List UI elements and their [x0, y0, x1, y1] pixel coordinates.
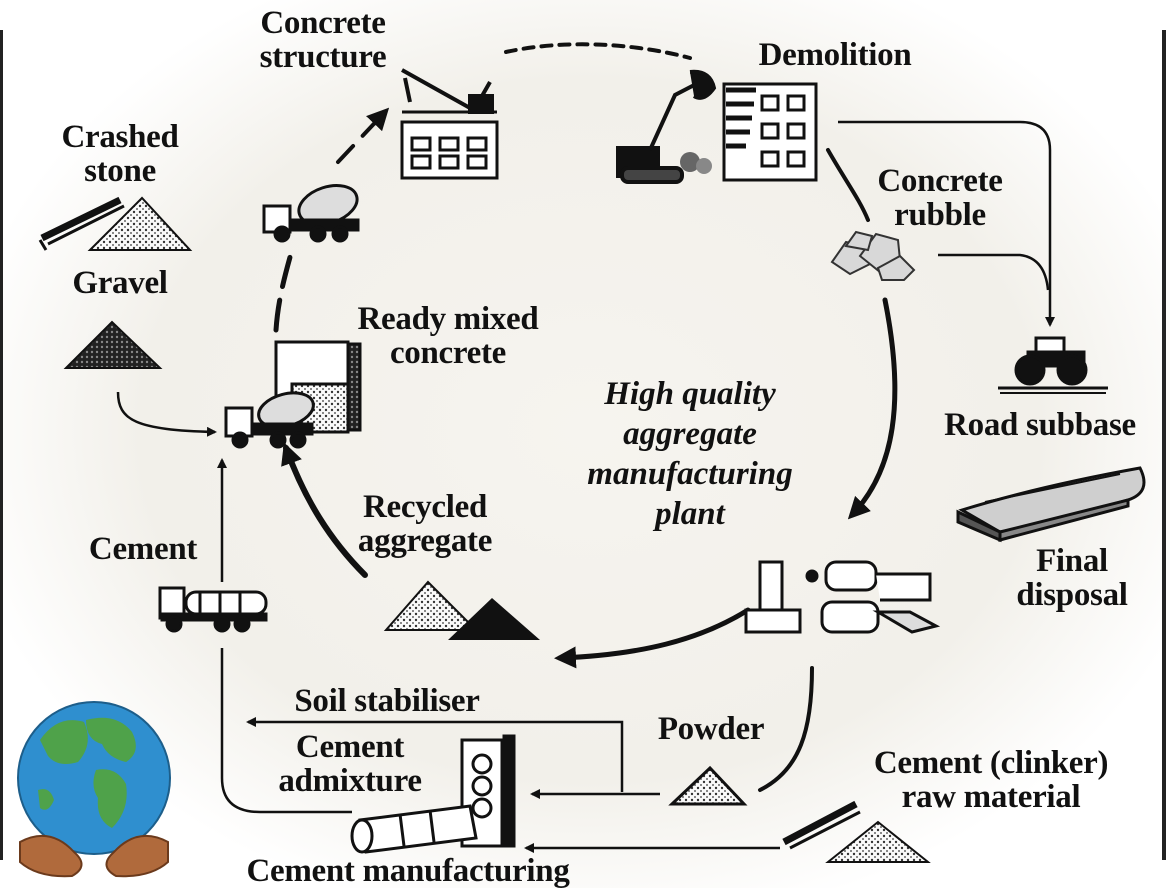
arrow-demolition-to-rubble	[826, 148, 870, 222]
cement-kiln-icon	[350, 734, 516, 854]
label-concrete-structure: Concrete structure	[259, 5, 387, 75]
aggregate-pile-icon	[383, 580, 540, 640]
label-powder: Powder	[657, 711, 765, 747]
thin-connectors	[116, 120, 1055, 853]
arrow-rubble-to-road	[938, 253, 1050, 291]
label-concrete-rubble: Concrete rubble	[877, 163, 1003, 233]
line-cement-to-kiln	[220, 648, 352, 814]
arrow-structure-to-demolition	[504, 42, 692, 60]
cement-truck-icon	[158, 586, 268, 633]
gravel-pile-icon	[63, 320, 163, 369]
arrow-rubble-to-plant	[847, 297, 898, 520]
powder-pile-icon	[668, 765, 748, 806]
crane-icon	[401, 68, 494, 114]
stone-pile-icon	[38, 196, 193, 251]
cycle-arrows	[273, 42, 898, 792]
label-plant: High quality aggregate manufacturing pla…	[587, 376, 793, 532]
label-soil-stabiliser: Soil stabiliser	[294, 683, 480, 719]
right-edge-line	[1162, 30, 1166, 860]
building-icon	[400, 110, 499, 180]
label-road-subbase: Road subbase	[944, 407, 1136, 443]
label-ready-mixed-concrete: Ready mixed concrete	[357, 301, 539, 371]
label-recycled-aggregate: Recycled aggregate	[357, 489, 493, 559]
silo-icon	[274, 340, 362, 434]
globe-hands-icon	[17, 701, 171, 878]
label-demolition: Demolition	[758, 37, 912, 73]
rubble-icon	[830, 230, 916, 281]
crusher-plant-icon	[744, 560, 941, 634]
arrow-recycled-to-rmc	[281, 442, 368, 578]
landfill-icon	[956, 466, 1146, 543]
arrow-demolition-to-road	[838, 120, 1055, 327]
excavator-icon	[616, 69, 717, 184]
arrow-powder-to-soil	[246, 717, 624, 792]
label-cement-manufacturing: Cement manufacturing	[246, 853, 570, 889]
label-cement: Cement	[88, 531, 198, 567]
left-edge-line	[0, 30, 3, 860]
label-gravel: Gravel	[72, 265, 168, 301]
arrow-gravel-to-rmc	[116, 391, 217, 437]
label-final-disposal: Final disposal	[1016, 543, 1128, 613]
clinker-conveyor-icon	[782, 800, 931, 863]
arrow-plant-to-recycled	[554, 607, 751, 669]
arrow-plant-down-to-powder	[758, 666, 814, 792]
arrow-mixer-to-structure	[336, 107, 390, 164]
label-cement-admixture: Cement admixture	[278, 729, 422, 799]
arrow-rmc-to-mixer	[273, 247, 295, 333]
label-cement-clinker-raw-material: Cement (clinker) raw material	[873, 745, 1109, 815]
mixer-truck-icon	[262, 184, 360, 243]
demolition-building-icon	[722, 82, 818, 182]
label-crashed-stone: Crashed stone	[61, 119, 179, 189]
rmc-mixer-truck-icon	[224, 391, 315, 449]
road-roller-icon	[998, 336, 1108, 394]
